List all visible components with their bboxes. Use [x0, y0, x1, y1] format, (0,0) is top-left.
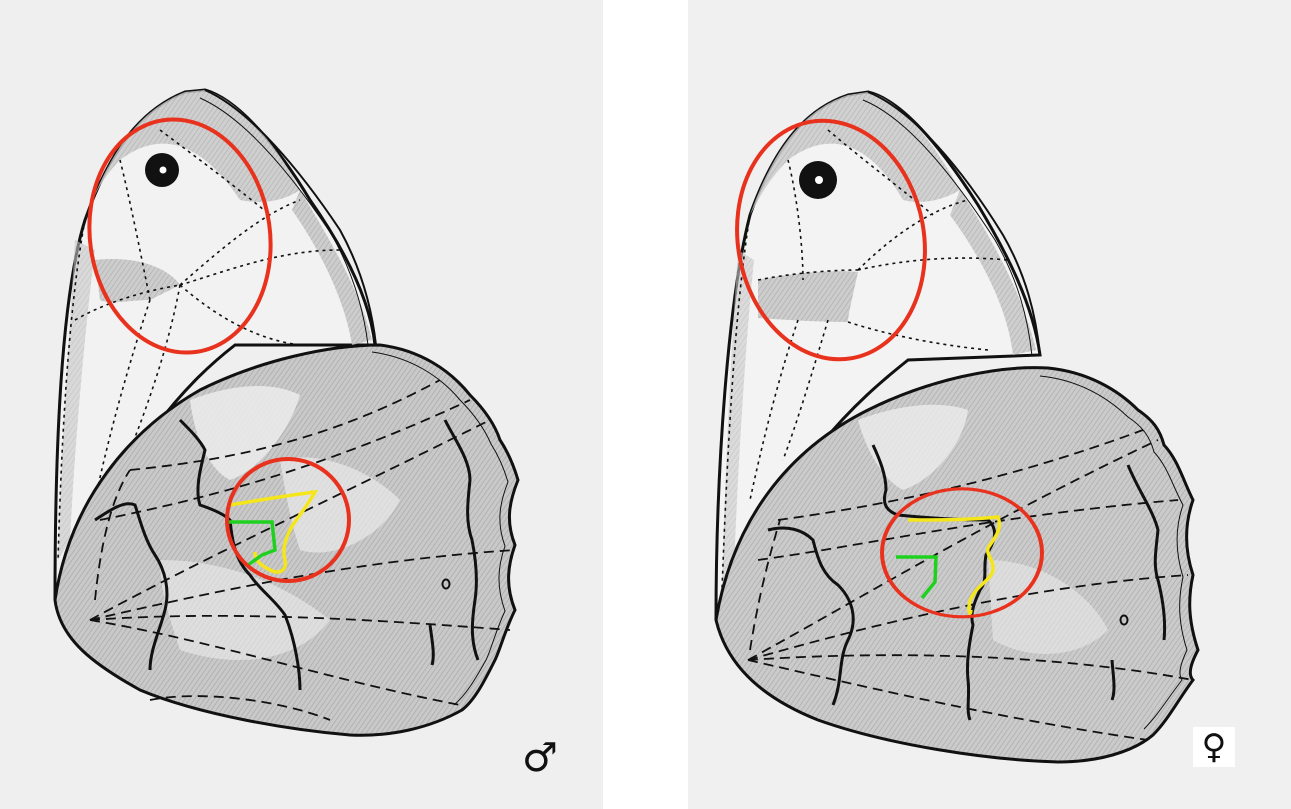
female-symbol: ♀	[1193, 727, 1235, 767]
male-wing-panel: ♂	[0, 0, 603, 809]
female-wing-panel: ♀	[688, 0, 1291, 809]
female-wing-drawing	[688, 0, 1291, 809]
male-wing-drawing	[0, 0, 603, 809]
male-symbol: ♂	[522, 738, 558, 778]
